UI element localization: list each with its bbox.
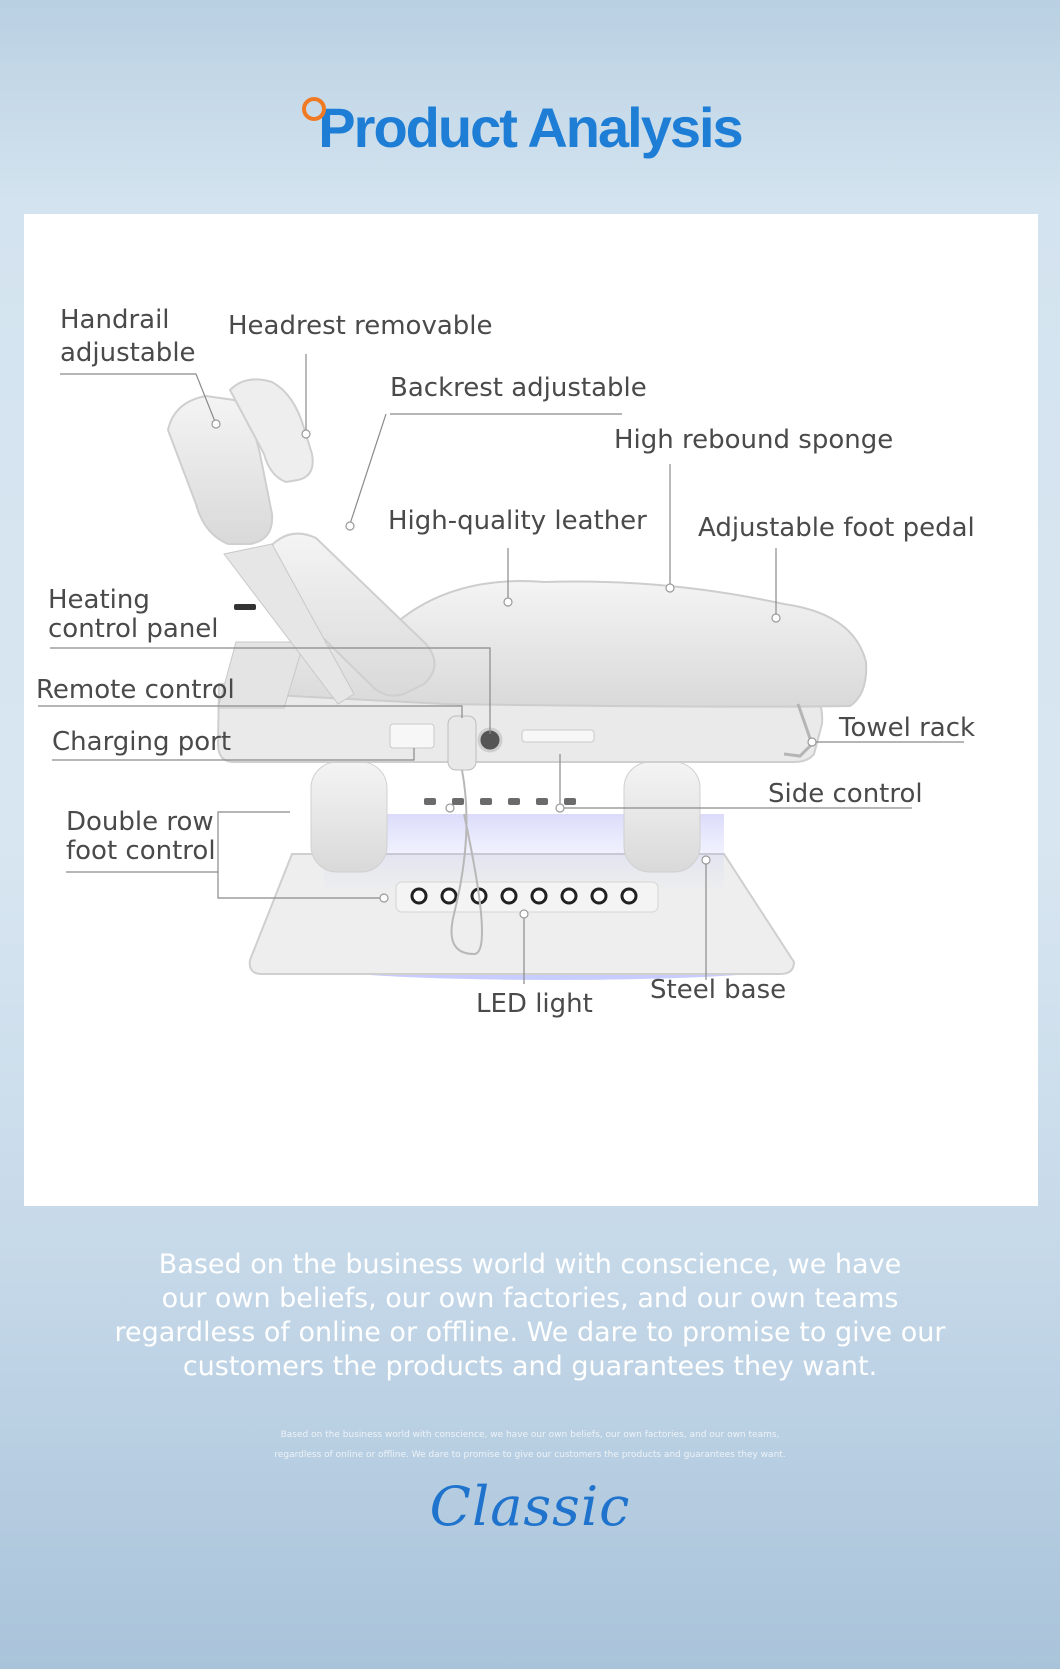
label-side-control: Side control [768, 779, 923, 809]
label-led: LED light [476, 989, 593, 1019]
label-handrail-line2: adjustable [60, 338, 196, 368]
label-double-line1: Double row [66, 807, 214, 837]
label-charging: Charging port [52, 727, 232, 757]
foot-control-bar [395, 881, 659, 913]
slogan: Based on the business world with conscie… [0, 1248, 1060, 1384]
title-wrap: Product Analysis [0, 95, 1060, 160]
remote-shape [447, 715, 477, 771]
label-sponge: High rebound sponge [614, 425, 894, 455]
product-card: Handrail adjustable Headrest removable B… [24, 214, 1038, 1206]
label-headrest: Headrest removable [228, 311, 493, 341]
slogan-line4: customers the products and guarantees th… [182, 1351, 878, 1382]
label-remote: Remote control [36, 675, 235, 705]
remote-cord [450, 769, 483, 956]
charging-port-panel [389, 723, 435, 749]
label-steel-base: Steel base [650, 975, 787, 1005]
headrest-shape [166, 394, 274, 545]
column-right [623, 761, 701, 873]
label-towel: Towel rack [839, 713, 976, 743]
fine-print-line2: regardless of online or offline. We dare… [274, 1450, 786, 1460]
fine-print: Based on the business world with conscie… [0, 1425, 1060, 1465]
bed-illustration [38, 354, 964, 984]
callout-dots [211, 419, 817, 919]
slogan-line3: regardless of online or offline. We dare… [114, 1317, 946, 1348]
title-ring-icon [302, 97, 327, 121]
label-backrest: Backrest adjustable [390, 373, 647, 403]
label-double-line2: foot control [66, 836, 216, 866]
page-title-text: Product Analysis [318, 96, 743, 159]
label-heating: Heating control panel [48, 584, 219, 646]
fine-print-line1: Based on the business world with conscie… [280, 1430, 780, 1440]
signature-classic: Classic [429, 1475, 631, 1538]
label-double-row: Double row foot control [66, 806, 216, 868]
arm-handle [234, 604, 256, 610]
page-title: Product Analysis [302, 95, 744, 160]
column-left [310, 761, 388, 873]
top-row-buttons [424, 798, 576, 805]
arm-frame [223, 543, 355, 705]
slogan-line2: our own beliefs, our own factories, and … [161, 1283, 899, 1314]
side-control-panel [521, 729, 595, 743]
label-foot-pedal: Adjustable foot pedal [698, 513, 975, 543]
tray-shape [217, 641, 305, 709]
label-heating-line1: Heating [48, 585, 150, 615]
label-handrail: Handrail adjustable [60, 304, 196, 370]
callout-lines [38, 354, 964, 984]
label-handrail-line1: Handrail [60, 305, 170, 335]
backrest-shape [262, 532, 436, 697]
label-heating-line2: control panel [48, 614, 219, 644]
slogan-line1: Based on the business world with conscie… [158, 1249, 902, 1280]
towel-rack-shape [783, 703, 814, 758]
label-leather: High-quality leather [388, 506, 647, 536]
headrest-pad [228, 378, 314, 484]
